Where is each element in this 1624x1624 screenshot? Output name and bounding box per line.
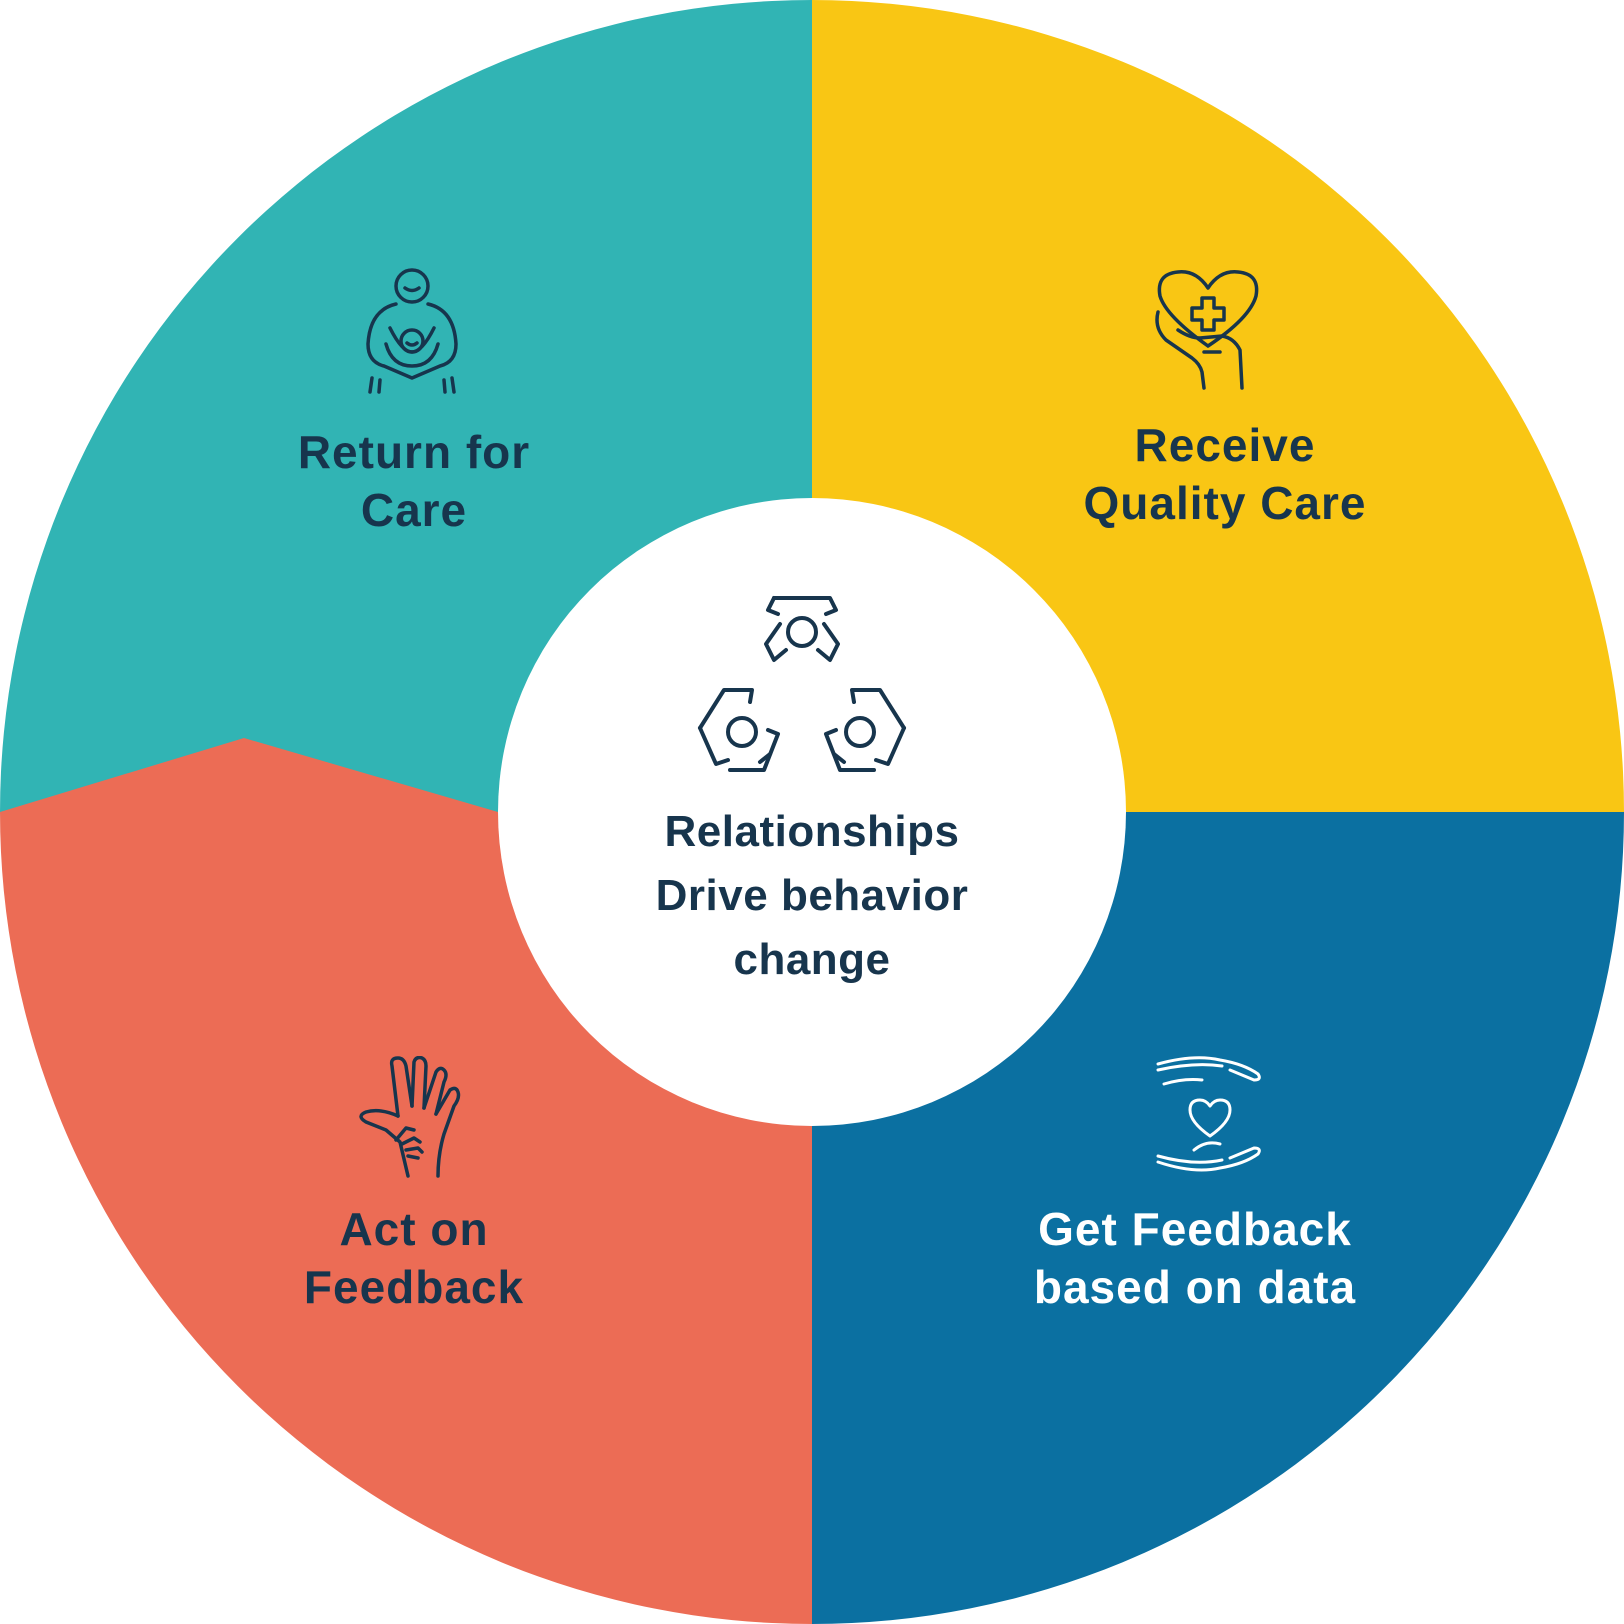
- center-label-line: Drive behavior: [655, 871, 969, 920]
- segment-label-line: Feedback: [303, 1261, 525, 1313]
- segment-label-line: Get Feedback: [1038, 1203, 1352, 1255]
- hand-holding-heart-cross-icon: [1155, 270, 1259, 390]
- hands-around-heart-icon: [1156, 1056, 1261, 1172]
- three-people-cycle-icon: [698, 596, 906, 772]
- segment-label-line: Act on: [339, 1203, 489, 1255]
- segment-label-return-for-care: Return for Care: [214, 423, 614, 539]
- segment-label-get-feedback: Get Feedback based on data: [970, 1200, 1420, 1316]
- segment-label-receive-quality-care: Receive Quality Care: [1025, 416, 1425, 532]
- parent-holding-child-icon: [366, 268, 458, 394]
- segment-label-line: based on data: [1033, 1261, 1357, 1313]
- center-label-line: change: [733, 935, 891, 984]
- center-circle: [498, 498, 1126, 1126]
- adult-and-child-hands-icon: [359, 1056, 461, 1178]
- segment-label-line: Quality Care: [1083, 477, 1367, 529]
- segment-label-line: Care: [360, 484, 468, 536]
- center-label-line: Relationships: [664, 807, 960, 856]
- segment-label-line: Return for: [297, 426, 531, 478]
- center-label: Relationships Drive behavior change: [560, 800, 1064, 992]
- segment-label-act-on-feedback: Act on Feedback: [214, 1200, 614, 1316]
- segment-label-line: Receive: [1134, 419, 1316, 471]
